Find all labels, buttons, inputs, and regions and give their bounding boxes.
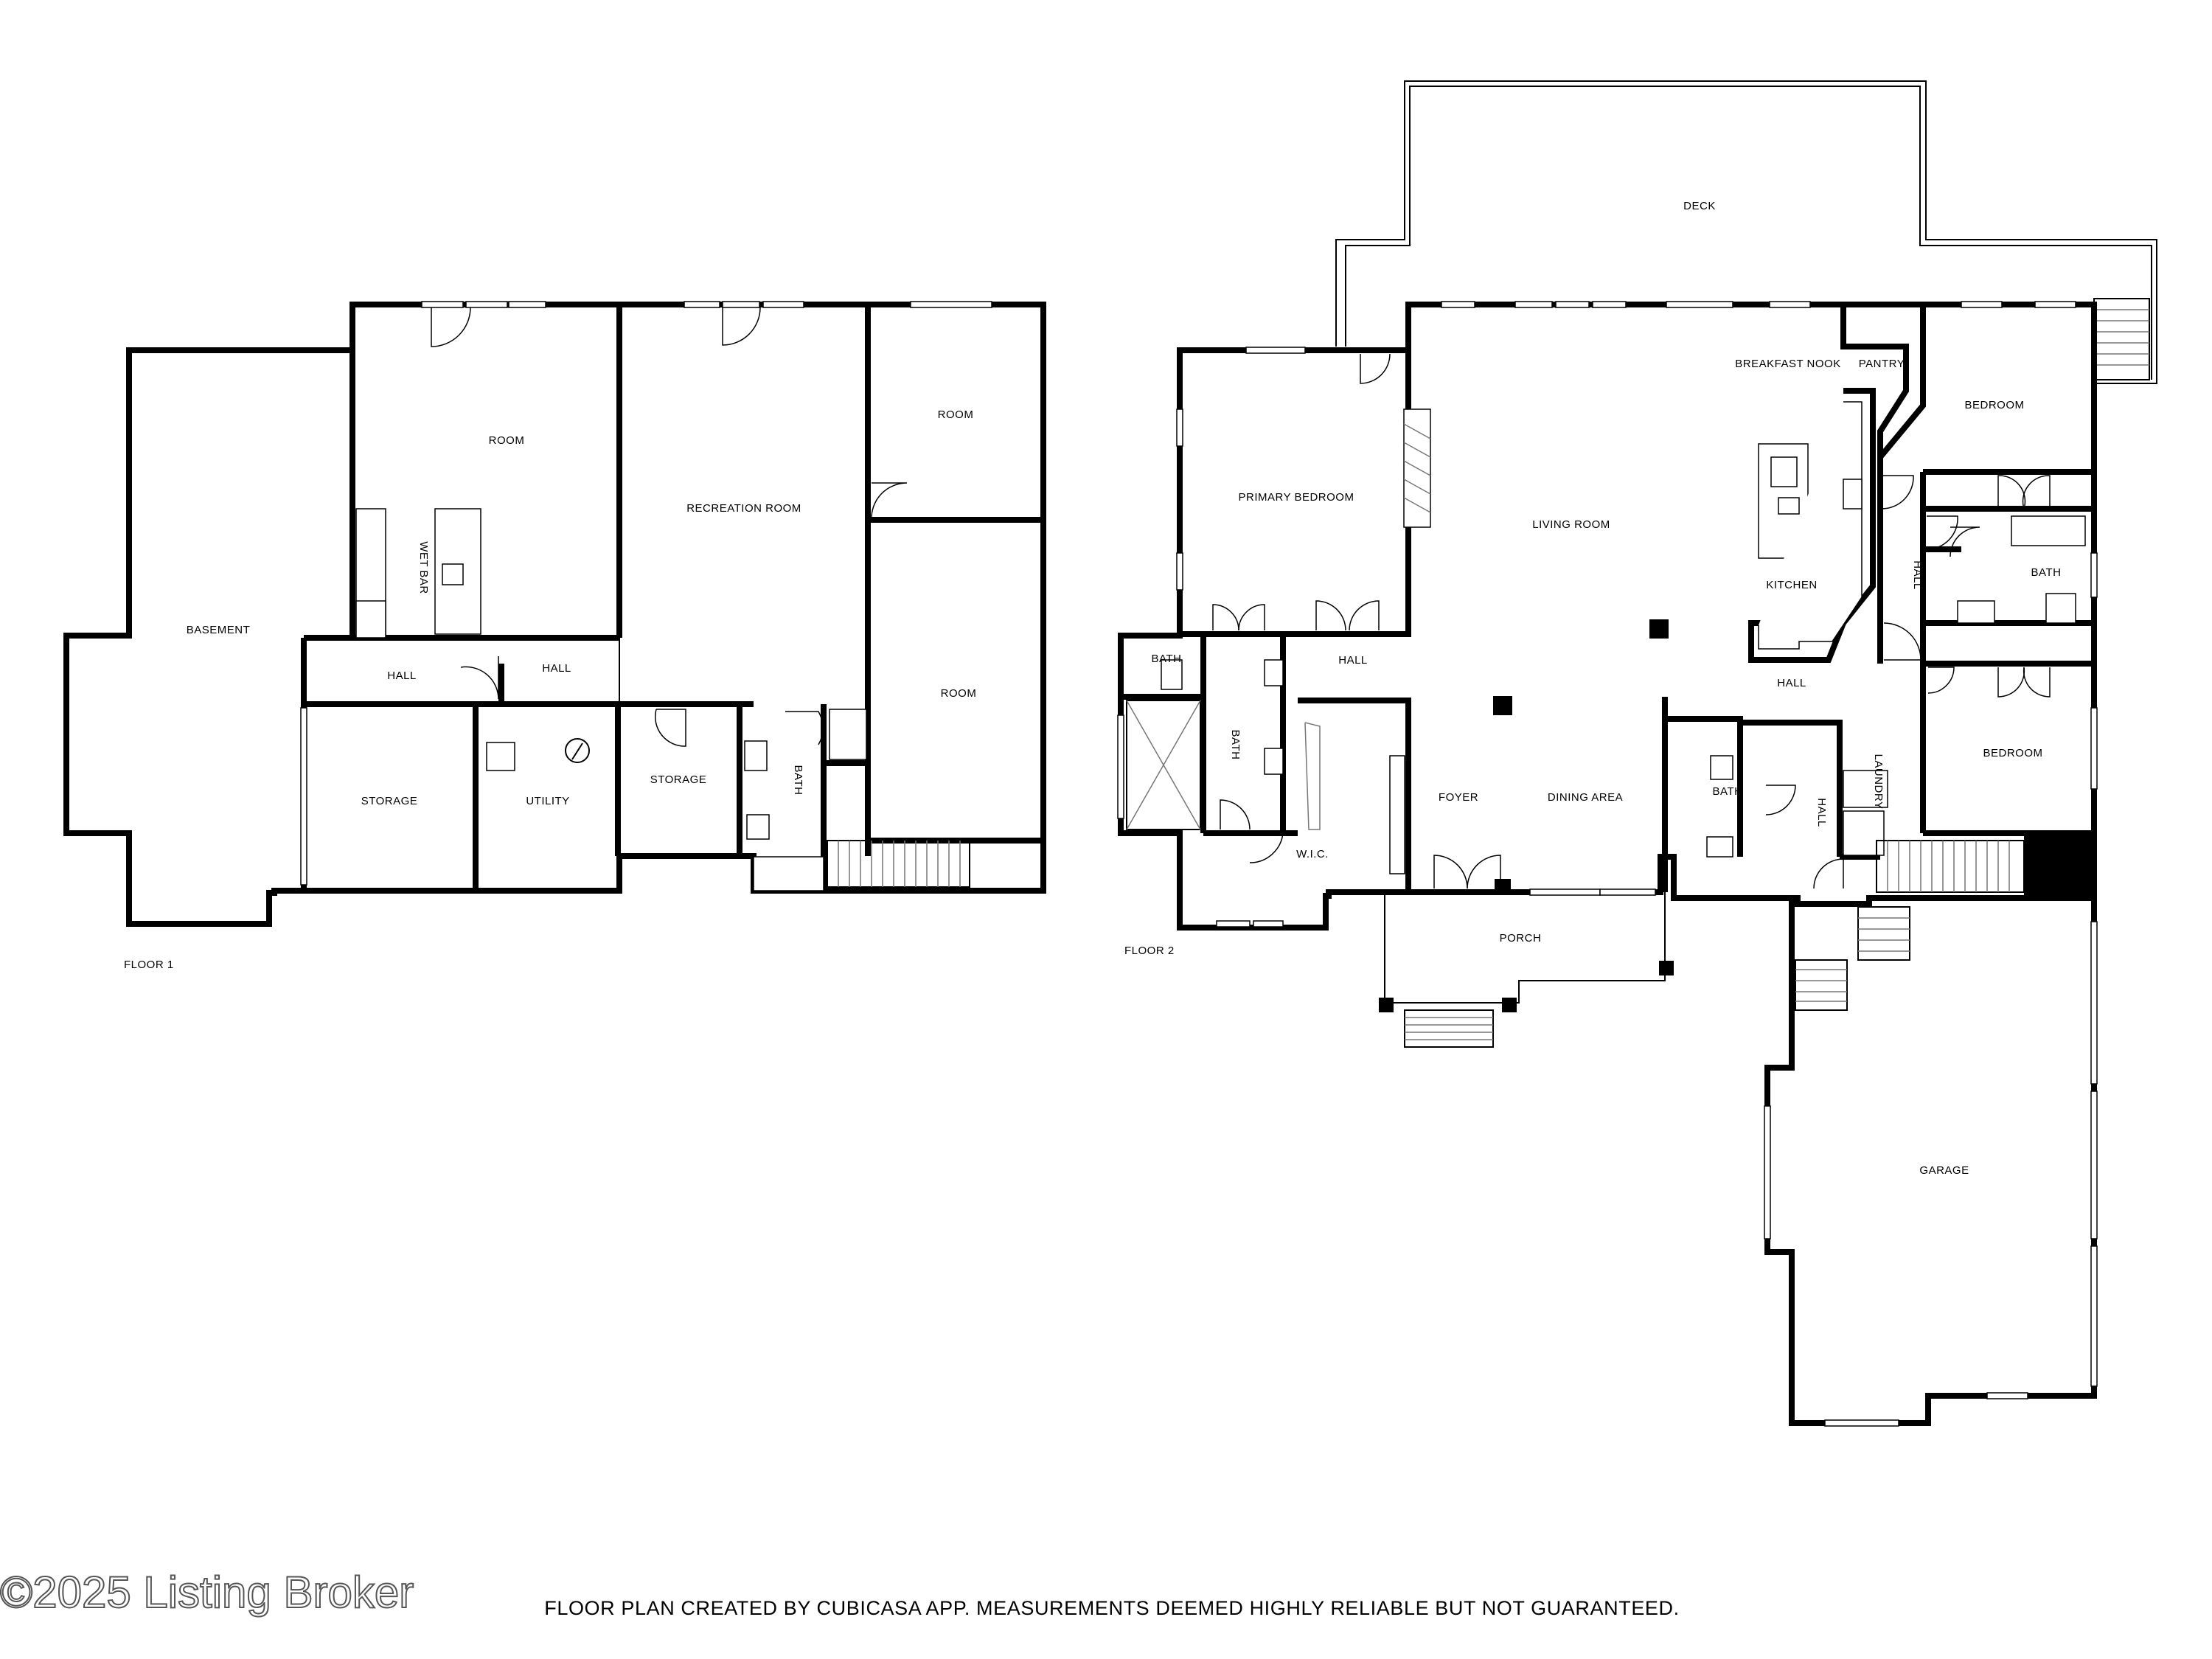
floor-2-windows — [1117, 301, 2098, 1427]
label-hall-a: HALL — [387, 669, 417, 682]
label-bedroom-a: BEDROOM — [1964, 399, 2024, 411]
label-bath-c: BATH — [1229, 730, 1242, 760]
floor-1-outer-wall — [63, 302, 1046, 927]
garage-wall — [1764, 898, 2097, 1426]
label-laundry: LAUNDRY — [1872, 754, 1885, 810]
label-primary-bedroom: PRIMARY BEDROOM — [1239, 491, 1354, 504]
label-foyer: FOYER — [1439, 791, 1478, 804]
deck-outline — [1335, 80, 2157, 384]
label-storage-b: STORAGE — [650, 773, 707, 786]
wic-shelving — [1304, 722, 1321, 830]
label-dining-area: DINING AREA — [1548, 791, 1623, 804]
floor-2-plan: DECK BREAKFAST NOOK PANTRY BEDROOM PRIMA… — [1117, 80, 2157, 1427]
label-storage-a: STORAGE — [361, 795, 418, 807]
label-garage: GARAGE — [1919, 1164, 1969, 1177]
label-room-a: ROOM — [489, 434, 525, 447]
hall-stairs — [1876, 840, 2025, 893]
disclaimer-text: FLOOR PLAN CREATED BY CUBICASA APP. MEAS… — [544, 1597, 1679, 1619]
label-bath-a: BATH — [2031, 566, 2062, 579]
floor-2-interior-walls — [1122, 305, 2094, 892]
label-porch: PORCH — [1500, 932, 1542, 945]
label-pantry: PANTRY — [1859, 358, 1905, 370]
floor-1-doors — [431, 307, 908, 747]
label-wet-bar: WET BAR — [417, 541, 430, 594]
floor-2-bath-fixtures — [1161, 515, 2086, 874]
label-basement: BASEMENT — [187, 624, 251, 636]
label-utility: UTILITY — [526, 795, 569, 807]
floor-1-label: FLOOR 1 — [124, 959, 174, 971]
floor-2-labels: DECK BREAKFAST NOOK PANTRY BEDROOM PRIMA… — [1124, 200, 2061, 1177]
floor-1-labels: BASEMENT ROOM WET BAR RECREATION ROOM RO… — [124, 408, 976, 971]
deck-stairs — [2093, 298, 2150, 380]
shower-stall — [1126, 700, 1201, 830]
label-hall-b: HALL — [542, 662, 571, 675]
label-bath-d: BATH — [1713, 785, 1743, 798]
label-hall-c: HALL — [1777, 677, 1806, 689]
label-breakfast-nook: BREAKFAST NOOK — [1735, 358, 1840, 370]
label-room-c: ROOM — [941, 687, 977, 700]
floor-1-windows — [300, 301, 992, 886]
kitchen-fixtures — [1758, 401, 1863, 650]
floor-1-fixtures — [355, 508, 867, 891]
label-living-room: LIVING ROOM — [1532, 518, 1610, 531]
fireplace — [1403, 408, 1431, 528]
floor-2-columns — [1379, 619, 2094, 1012]
label-bedroom-b: BEDROOM — [1983, 747, 2042, 759]
label-hall-d: HALL — [1815, 798, 1828, 827]
label-bath: BATH — [792, 765, 804, 796]
floor-1-plan: BASEMENT ROOM WET BAR RECREATION ROOM RO… — [63, 301, 1046, 971]
deck-inner-outline — [1345, 86, 2152, 380]
garage-stairs — [1795, 906, 1910, 1011]
label-wic: W.I.C. — [1296, 848, 1329, 860]
label-hall-a: HALL — [1911, 560, 1924, 590]
label-room-b: ROOM — [938, 408, 974, 421]
floor-1-stairs — [827, 840, 970, 888]
label-bath-b: BATH — [1152, 653, 1182, 665]
label-hall-b: HALL — [1338, 654, 1368, 667]
label-kitchen: KITCHEN — [1766, 579, 1817, 591]
floor-2-label: FLOOR 2 — [1124, 945, 1175, 957]
label-deck: DECK — [1683, 200, 1716, 212]
porch — [1384, 892, 1666, 1048]
watermark-text: ©2025 Listing Broker — [0, 1568, 414, 1617]
label-recreation-room: RECREATION ROOM — [686, 502, 801, 515]
floor-2-doors — [1212, 353, 2051, 889]
